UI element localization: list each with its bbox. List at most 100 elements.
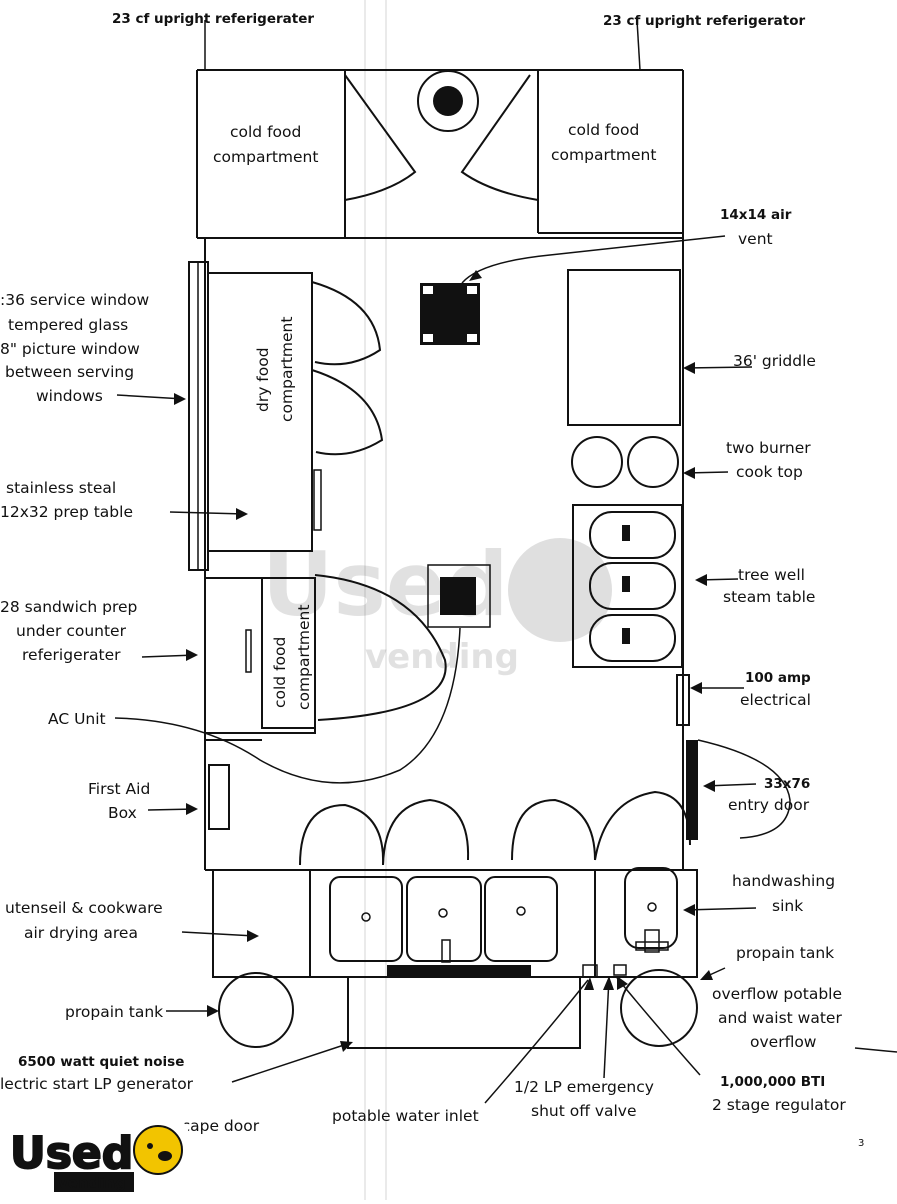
service-window-line3: 8" picture window xyxy=(0,340,140,358)
overflow-line3: overflow xyxy=(750,1033,817,1051)
burner-icon xyxy=(571,436,623,488)
drain-icon xyxy=(516,906,526,916)
overflow-line2: and waist water xyxy=(718,1009,842,1027)
cabinet-door-swing xyxy=(311,281,382,366)
utensil-area-line2: air drying area xyxy=(24,924,138,942)
prep-table-line1: stainless steal xyxy=(6,479,116,497)
faucet-icon xyxy=(644,929,660,953)
faucet-base-icon xyxy=(635,941,669,951)
steam-table-line2: steam table xyxy=(723,588,815,606)
regulator-line1: 1,000,000 BTI xyxy=(720,1074,825,1090)
electrical-line1: 100 amp xyxy=(745,670,811,686)
air-vent-leader xyxy=(461,235,726,284)
shutoff-line1: 1/2 LP emergency xyxy=(514,1078,654,1096)
steam-well-drain-icon xyxy=(622,628,630,644)
cold-food-center-line1: cold food xyxy=(271,637,289,708)
first-aid-line1: First Aid xyxy=(88,780,150,798)
propane-left-label: propain tank xyxy=(65,1003,163,1021)
watermark-sub: vending xyxy=(365,637,519,677)
electrical-panel xyxy=(676,674,690,726)
prep-table-line2: 12x32 prep table xyxy=(0,503,133,521)
ac-unit xyxy=(427,564,491,628)
propane-right-label: propain tank xyxy=(736,944,834,962)
three-compartment-sink xyxy=(329,876,558,962)
sink-door-swings xyxy=(299,790,691,866)
air-vent-line2: vent xyxy=(738,230,773,248)
air-vent-line1: 14x14 air xyxy=(720,207,792,223)
regulator-line2: 2 stage regulator xyxy=(712,1096,846,1114)
logo-pig-eye-icon xyxy=(147,1143,153,1149)
faucet-icon xyxy=(441,939,451,963)
cold-food-left-line1: cold food xyxy=(230,123,301,141)
prep-table-handle xyxy=(313,469,322,531)
entry-door-swing xyxy=(697,739,791,839)
utensil-area-line1: utenseil & cookware xyxy=(5,899,163,917)
watermark-pig-icon xyxy=(508,538,612,642)
water-inlet-label: potable water inlet xyxy=(332,1107,479,1125)
cabinet-door-swing xyxy=(311,369,384,456)
entry-door xyxy=(686,740,698,840)
logo-sub: vending xyxy=(58,1174,126,1192)
used-vending-logo: Used vending xyxy=(6,1122,188,1192)
roof-vent-center-icon xyxy=(433,86,463,116)
service-window-line4: between serving xyxy=(5,363,134,381)
burner-icon xyxy=(627,436,679,488)
logo-sub-bar xyxy=(54,1172,134,1192)
ac-unit-icon xyxy=(440,577,476,615)
logo-pig-snout-icon xyxy=(158,1151,172,1161)
steam-table-line1: tree well xyxy=(738,566,805,584)
page-mark: 3 xyxy=(858,1138,864,1149)
steam-table xyxy=(572,504,683,668)
sandwich-prep-line1: 28 sandwich prep xyxy=(0,598,137,616)
griddle xyxy=(567,269,681,426)
trailer-outline xyxy=(196,69,698,978)
logo-word: Used xyxy=(10,1128,133,1179)
drain-icon xyxy=(438,908,448,918)
roof-vent-icon xyxy=(417,70,479,132)
handwashing-line2: sink xyxy=(772,897,803,915)
escape-door xyxy=(387,965,531,976)
logo-pig-icon xyxy=(133,1125,183,1175)
fridge-handle xyxy=(245,629,252,673)
handwashing-sink xyxy=(624,867,678,949)
generator xyxy=(347,977,581,1049)
cooktop-line2: cook top xyxy=(736,463,803,481)
drain-icon xyxy=(647,902,657,912)
air-vent-icon xyxy=(420,283,480,345)
cooktop-line1: two burner xyxy=(726,439,811,457)
leader-line xyxy=(636,19,641,71)
shutoff-valve-fitting xyxy=(613,964,627,976)
handwashing-line1: handwashing xyxy=(732,872,835,890)
cold-food-right-line2: compartment xyxy=(551,146,656,164)
first-aid-line2: Box xyxy=(108,804,137,822)
fridge-left-label: 23 cf upright referigerater xyxy=(112,11,314,27)
arrow-heads xyxy=(174,270,715,1052)
generator-line2: lectric start LP generator xyxy=(0,1075,194,1093)
propane-tank-left xyxy=(218,972,294,1048)
cold-food-center-compartment xyxy=(261,577,316,729)
generator-line1: 6500 watt quiet noise xyxy=(18,1054,184,1070)
sandwich-prep-line3: referigerater xyxy=(22,646,121,664)
electrical-line2: electrical xyxy=(740,691,811,709)
cold-food-center-line2: compartment xyxy=(295,605,313,710)
cold-food-right-line1: cold food xyxy=(568,121,639,139)
first-aid-box xyxy=(208,764,230,830)
entry-door-line2: entry door xyxy=(728,796,810,814)
dry-food-line1: dry food xyxy=(254,347,272,412)
steam-well-drain-icon xyxy=(622,525,630,541)
ac-unit-label: AC Unit xyxy=(48,710,106,728)
drain-icon xyxy=(361,912,371,922)
fridge-right-label: 23 cf upright referigerator xyxy=(603,13,805,29)
fridge-door-swing xyxy=(314,574,447,721)
service-window-line5: windows xyxy=(36,387,103,405)
steam-well-drain-icon xyxy=(622,576,630,592)
sandwich-prep-line2: under counter xyxy=(16,622,127,640)
bottom-leaders xyxy=(484,977,897,1104)
dry-food-line2: compartment xyxy=(278,317,296,422)
service-window-line2: tempered glass xyxy=(8,316,128,334)
entry-door-line1: 33x76 xyxy=(764,776,810,792)
dry-food-compartment xyxy=(207,272,313,552)
overflow-line1: overflow potable xyxy=(712,985,842,1003)
